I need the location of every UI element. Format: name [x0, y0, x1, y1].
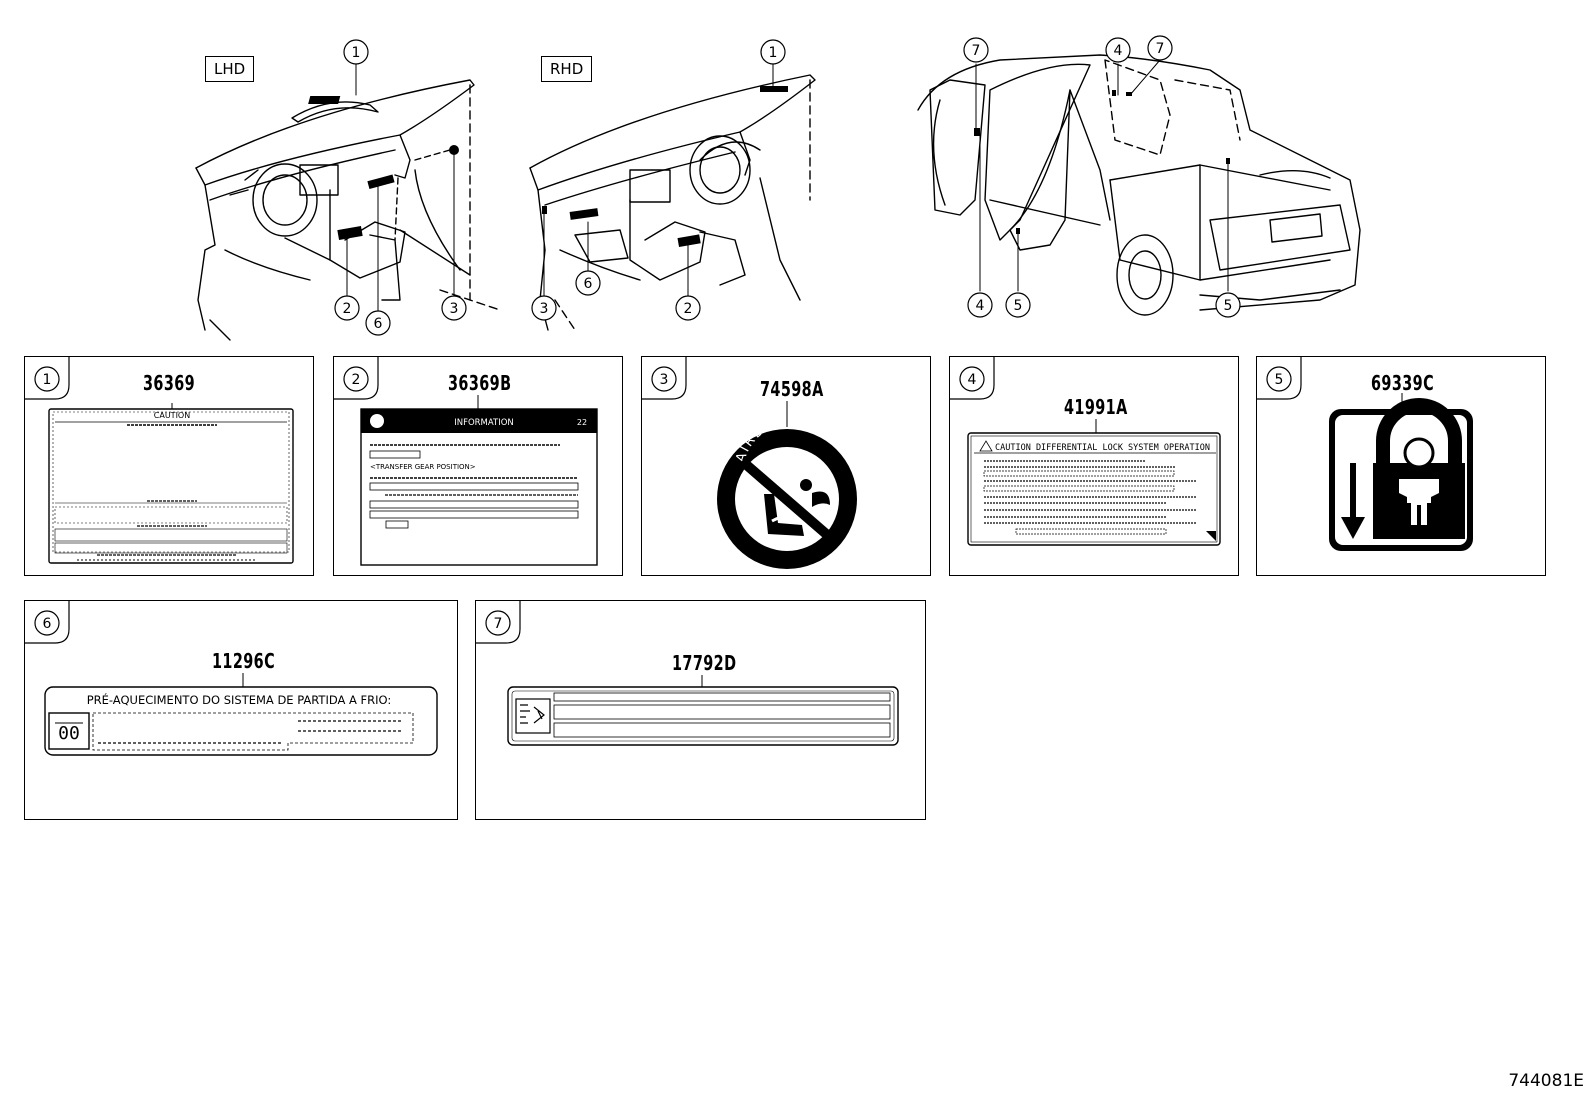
callout-truck-5a: 5 [1005, 292, 1031, 318]
label-panel-5: 5 69339C [1256, 356, 1546, 576]
label-panel-3: 3 74598A AIRBAG [641, 356, 931, 576]
airbag-warning-graphic: AIRBAG [717, 401, 857, 569]
svg-text:<TRANSFER GEAR POSITION>: <TRANSFER GEAR POSITION> [370, 463, 476, 471]
svg-text:3: 3 [660, 372, 669, 388]
panel-2-index: 2 [334, 357, 379, 400]
callout-truck-4b: 4 [967, 292, 993, 318]
svg-text:3: 3 [450, 301, 459, 317]
svg-text:6: 6 [43, 616, 52, 632]
svg-text:5: 5 [1014, 298, 1023, 314]
callout-rhd-6: 6 [575, 270, 601, 296]
svg-text:4: 4 [968, 372, 977, 388]
svg-text:2: 2 [343, 301, 352, 317]
callout-truck-7b: 7 [1147, 35, 1173, 61]
callout-rhd-3: 3 [531, 295, 557, 321]
callout-truck-5b: 5 [1215, 292, 1241, 318]
label-panel-7: 7 17792D [475, 600, 926, 820]
svg-text:4: 4 [1114, 43, 1123, 59]
panel-1-index: 1 [25, 357, 70, 400]
part-number-5: 69339C [1371, 371, 1435, 395]
svg-text:22: 22 [577, 418, 587, 427]
svg-text:5: 5 [1275, 372, 1284, 388]
label-panel-1: 1 36369 CAUTION [24, 356, 314, 576]
panel-6-index: 6 [25, 601, 70, 644]
svg-text:3: 3 [540, 301, 549, 317]
svg-text:1: 1 [43, 372, 52, 388]
svg-text:2: 2 [352, 372, 361, 388]
panel-3-index: 3 [642, 357, 687, 400]
lhd-dashboard-drawing [195, 79, 501, 341]
callout-rhd-1: 1 [760, 39, 786, 65]
callout-lhd-2: 2 [334, 295, 360, 321]
callout-lhd-3: 3 [441, 295, 467, 321]
label-panel-2: 2 36369B INFORMATION 22 <TRANSFER GEAR P… [333, 356, 623, 576]
svg-text:7: 7 [494, 616, 503, 632]
svg-text:CAUTION: CAUTION [154, 411, 190, 420]
part-number-3: 74598A [760, 377, 824, 401]
svg-text:PRÉ-AQUECIMENTO DO SISTEMA DE: PRÉ-AQUECIMENTO DO SISTEMA DE PARTIDA A … [87, 692, 392, 707]
svg-text:2: 2 [684, 301, 693, 317]
callout-rhd-2: 2 [675, 295, 701, 321]
part-number-1: 36369 [143, 371, 196, 395]
svg-text:7: 7 [1156, 41, 1165, 57]
callout-truck-7a: 7 [963, 37, 989, 63]
panel-7-index: 7 [476, 601, 521, 644]
svg-text:6: 6 [374, 316, 383, 332]
panel-4-index: 4 [950, 357, 995, 400]
svg-text:5: 5 [1224, 298, 1233, 314]
caution-label-graphic: CAUTION [48, 403, 294, 564]
differential-lock-label-graphic: CAUTION DIFFERENTIAL LOCK SYSTEM OPERATI… [967, 419, 1221, 546]
panel-5-index: 5 [1257, 357, 1302, 400]
label-panel-4: 4 41991A CAUTION DIFFERENTIAL LOCK SYSTE… [949, 356, 1239, 576]
diagram-reference-number: 744081E [1508, 1071, 1584, 1091]
rhd-label: RHD [541, 56, 593, 82]
callout-lhd-6: 6 [365, 310, 391, 336]
svg-text:1: 1 [352, 45, 361, 61]
callout-circles: 1 2 6 3 1 3 6 2 7 4 7 4 5 5 [334, 35, 1241, 336]
svg-text:CAUTION DIFFERENTIAL LOCK SYS: CAUTION DIFFERENTIAL LOCK SYSTEM OPERATI… [995, 443, 1210, 453]
cold-start-label-graphic: PRÉ-AQUECIMENTO DO SISTEMA DE PARTIDA A … [44, 673, 438, 756]
part-number-7: 17792D [672, 651, 737, 675]
leader-lines [346, 59, 1229, 312]
information-label-graphic: INFORMATION 22 <TRANSFER GEAR POSITION> [360, 395, 598, 566]
svg-text:6: 6 [584, 276, 593, 292]
part-number-4: 41991A [1064, 395, 1128, 419]
part-number-2: 36369B [448, 371, 512, 395]
part-number-6: 11296C [212, 649, 276, 673]
lhd-label: LHD [205, 56, 255, 82]
svg-text:00: 00 [58, 723, 80, 744]
label-panel-6: 6 11296C PRÉ-AQUECIMENTO DO SISTEMA DE P… [24, 600, 458, 820]
svg-text:7: 7 [972, 43, 981, 59]
blank-label-graphic [507, 675, 899, 746]
callout-truck-4a: 4 [1105, 37, 1131, 63]
child-lock-label-graphic [1329, 393, 1473, 551]
svg-text:INFORMATION: INFORMATION [454, 418, 514, 428]
callout-lhd-1: 1 [343, 39, 369, 65]
svg-text:1: 1 [769, 45, 778, 61]
svg-text:4: 4 [976, 298, 985, 314]
